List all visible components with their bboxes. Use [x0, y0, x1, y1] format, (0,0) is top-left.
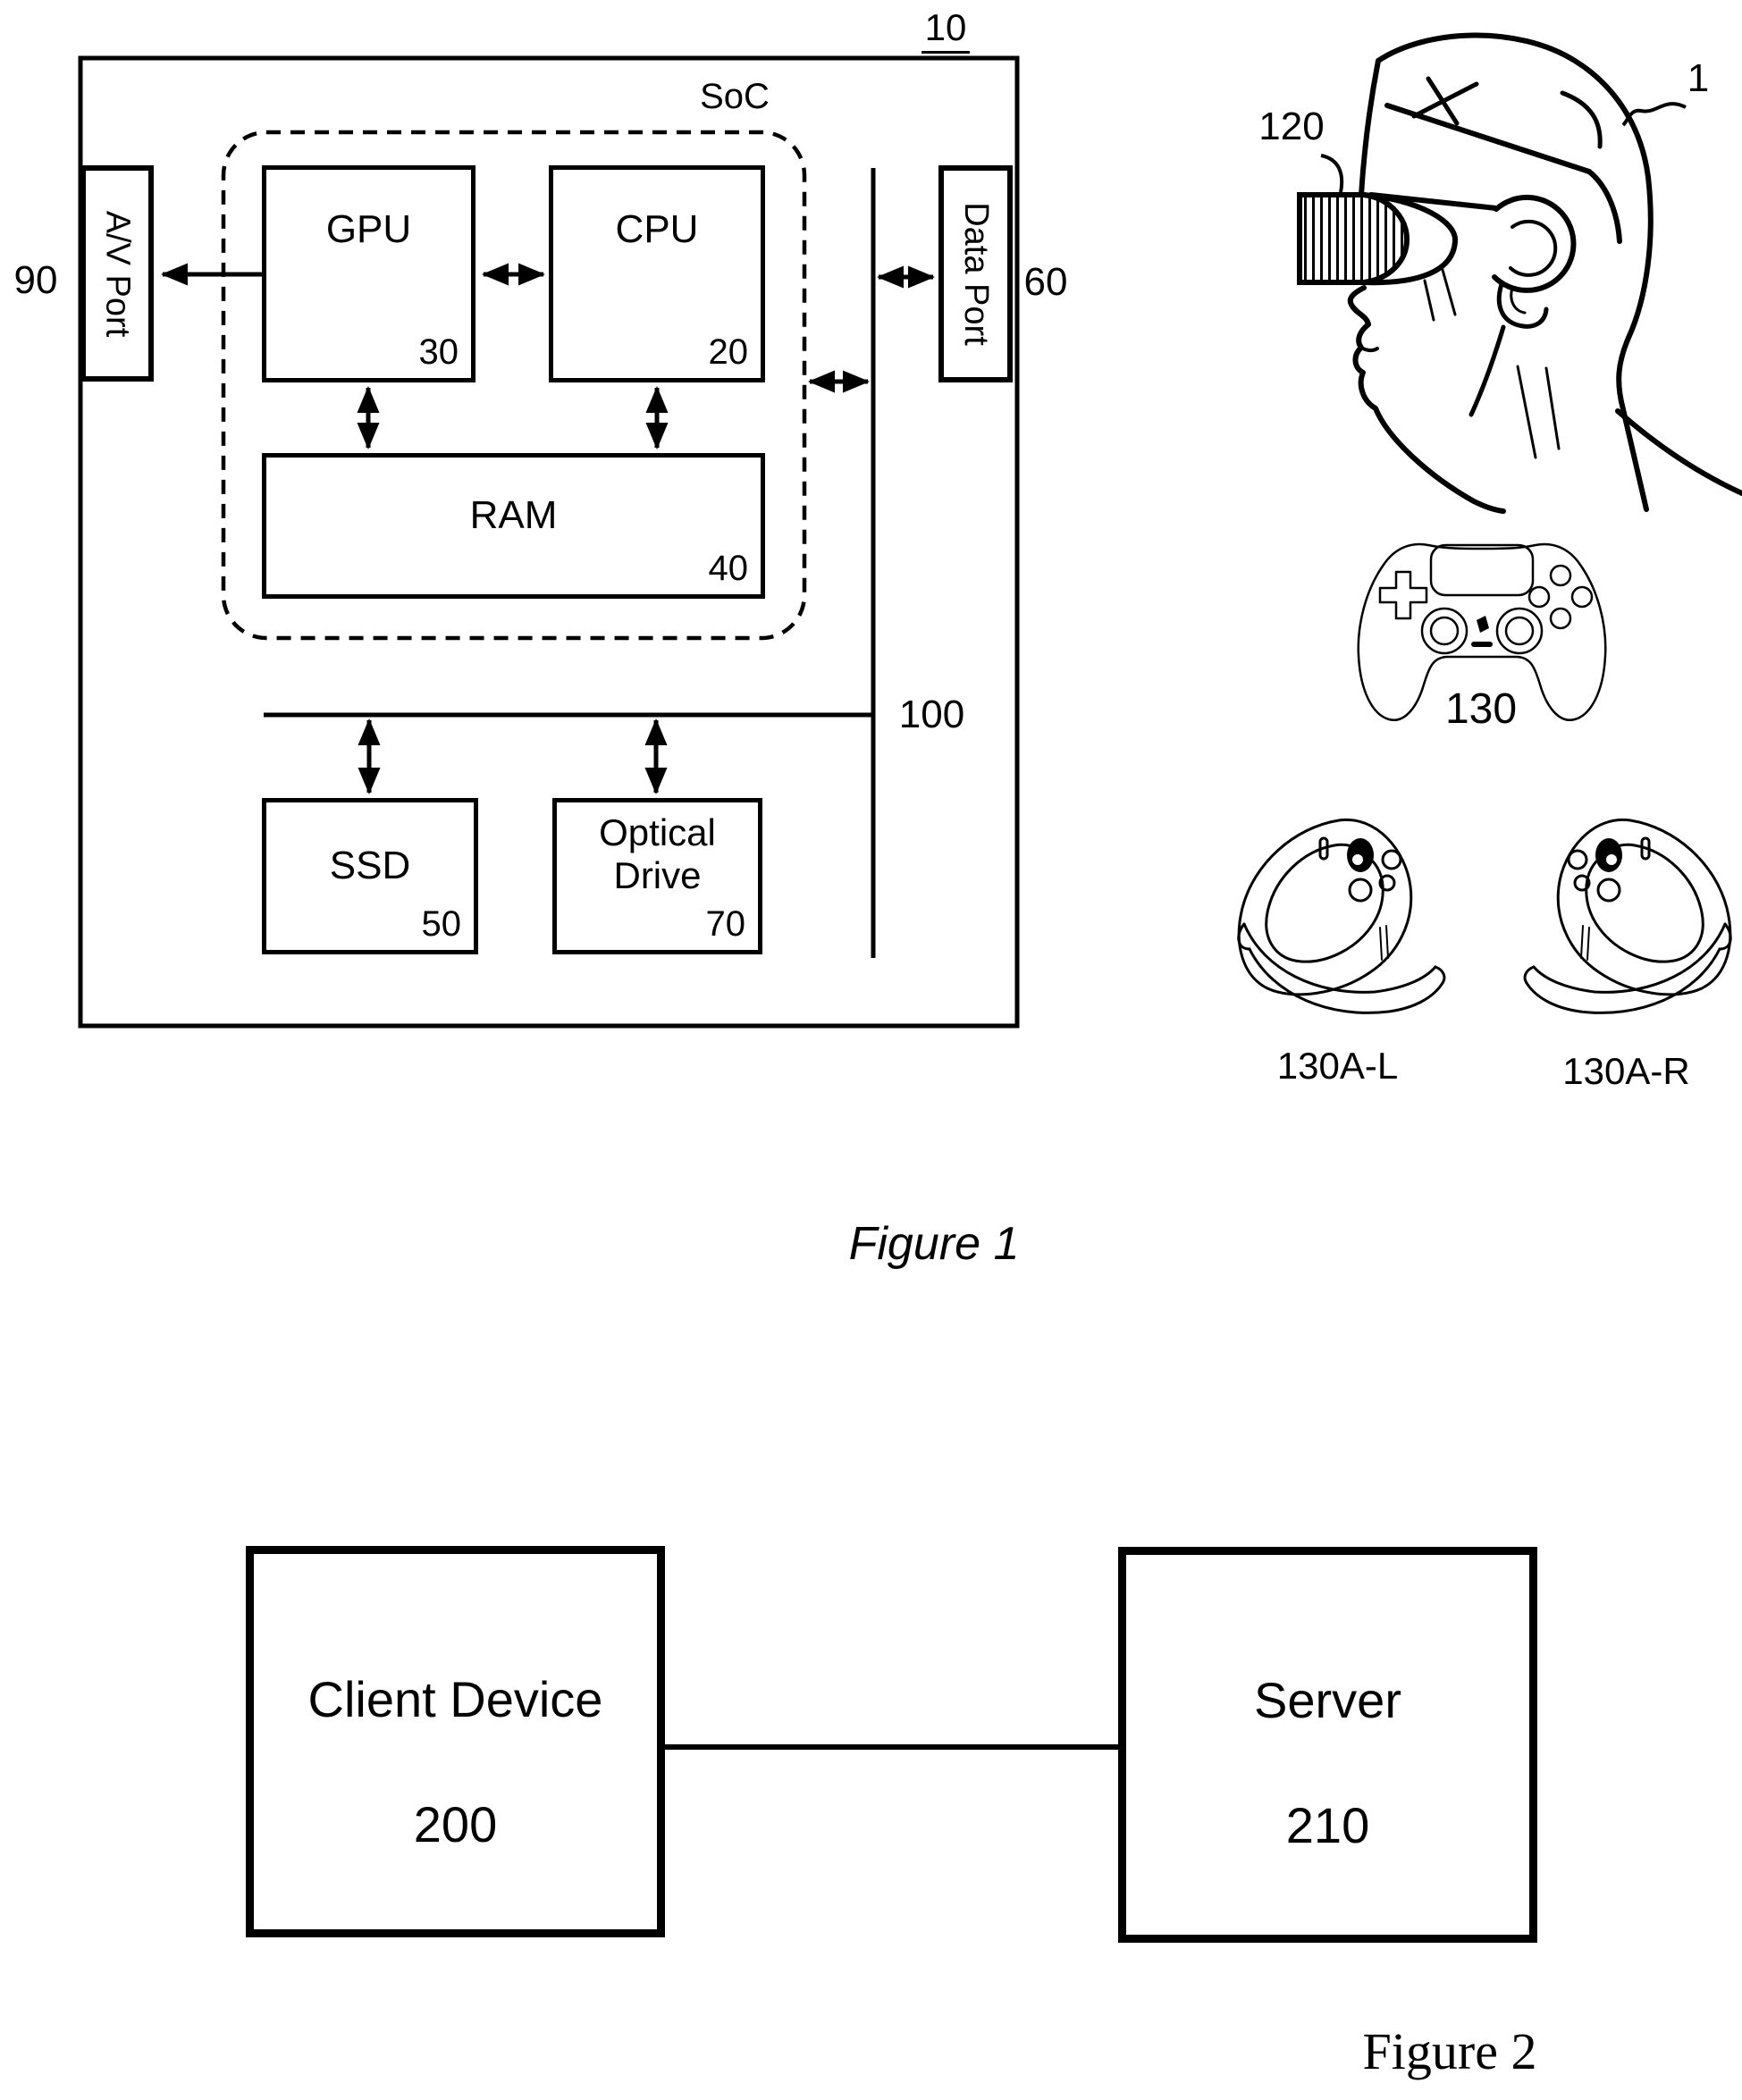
server-ref: 210: [1285, 1797, 1370, 1853]
ram-label: RAM: [469, 493, 558, 537]
data-port-ref: 60: [1023, 260, 1068, 304]
console-ref-label: 10: [896, 6, 995, 54]
hmd-ref-label: 120: [1258, 105, 1325, 148]
gamepad-drawing: [1357, 542, 1607, 722]
soc-dashed-boundary: [221, 130, 807, 641]
client-device-ref: 200: [413, 1796, 498, 1852]
optical-drive-ref: 70: [705, 904, 746, 944]
cpu-ref: 20: [708, 332, 749, 372]
optical-drive-block: Optical Drive 70: [552, 798, 762, 954]
data-port-block: Data Port: [938, 165, 1013, 382]
ssd-ref: 50: [421, 904, 462, 944]
vr-controller-right-drawing: [1523, 818, 1732, 1014]
server-label: Server: [1254, 1672, 1401, 1728]
bus-ref: 100: [898, 693, 965, 736]
console-ref: 10: [921, 6, 971, 54]
gpu-ref: 30: [418, 332, 459, 372]
figure2-caption: Figure 2: [1362, 2022, 1537, 2080]
gamepad-ref-label: 130: [1444, 685, 1518, 733]
ssd-label: SSD: [329, 844, 411, 887]
ssd-block: SSD 50: [262, 798, 478, 954]
hmd-ref-leader: [1320, 154, 1344, 193]
vr-controller-left-drawing: [1237, 818, 1446, 1014]
optical-drive-label: Optical Drive: [599, 811, 716, 897]
av-port-label: A/V Port: [98, 210, 137, 337]
gamepad-mute-bar: [1471, 642, 1493, 647]
user-ref-label: 1: [1687, 56, 1710, 100]
gpu-block: GPU 30: [262, 165, 475, 382]
cpu-label: CPU: [615, 207, 699, 251]
figure1-caption: Figure 1: [848, 1218, 1020, 1270]
client-device-block: Client Device 200: [246, 1546, 665, 1937]
user-ref-leader: [1621, 102, 1687, 127]
av-port-ref: 90: [13, 258, 58, 302]
server-block: Server 210: [1118, 1547, 1537, 1943]
ram-ref: 40: [708, 549, 749, 588]
vr-controller-stick-dot: [1352, 854, 1363, 865]
vr-controller-stick-dot: [1606, 854, 1617, 865]
av-port-block: A/V Port: [80, 165, 154, 382]
data-port-label: Data Port: [957, 202, 995, 346]
vr-controller-left-ref-label: 130A-L: [1276, 1045, 1399, 1087]
console-outline: [78, 55, 1020, 1029]
hmd-hatched-visor: [1297, 192, 1410, 285]
cpu-block: CPU 20: [549, 165, 765, 382]
client-device-label: Client Device: [307, 1671, 603, 1727]
vr-headset-user-drawing: [1297, 32, 1742, 514]
gamepad-logo-mark: [1477, 616, 1489, 633]
vr-controller-right-ref-label: 130A-R: [1562, 1050, 1690, 1092]
gpu-label: GPU: [325, 207, 412, 251]
soc-label: SoC: [700, 77, 770, 116]
hmd-lens-outline: [1363, 192, 1458, 286]
ram-block: RAM 40: [262, 453, 765, 599]
